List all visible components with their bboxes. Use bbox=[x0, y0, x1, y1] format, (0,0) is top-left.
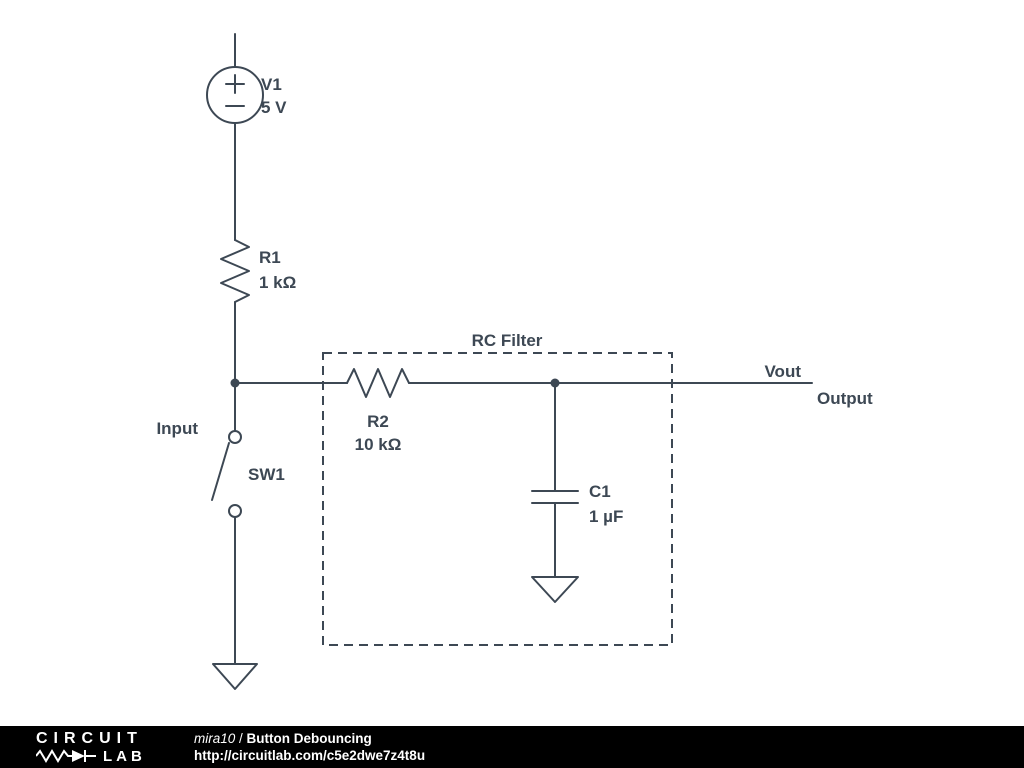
schematic-title: Button Debouncing bbox=[246, 730, 372, 746]
ground-symbol-c1 bbox=[531, 576, 579, 603]
vout-net-label: Vout bbox=[764, 362, 801, 381]
r1-value-label: 1 kΩ bbox=[259, 273, 296, 292]
v1-value-label: 5 V bbox=[261, 98, 287, 117]
schematic-url: http://circuitlab.com/c5e2dwe7z4t8u bbox=[194, 748, 426, 763]
resistor-zigzag bbox=[220, 239, 250, 303]
sw1-ref-label: SW1 bbox=[248, 465, 285, 484]
circuitlab-logo: CIRCUIT LAB bbox=[0, 729, 182, 765]
schematic-title-line: mira10 / Button Debouncing bbox=[194, 730, 425, 746]
output-terminal-label: Output bbox=[817, 389, 873, 408]
r2-value-label: 10 kΩ bbox=[355, 435, 402, 454]
v1-ref-label: V1 bbox=[261, 75, 282, 94]
switch-terminal-top bbox=[228, 430, 242, 444]
component-sw1-switch: Input SW1 bbox=[156, 382, 285, 665]
r1-ref-label: R1 bbox=[259, 248, 281, 267]
title-separator: / bbox=[235, 730, 247, 746]
c1-value-label: 1 µF bbox=[589, 507, 623, 526]
rc-filter-boundary-box bbox=[322, 352, 673, 646]
circuitlab-logo-wordmark-top: CIRCUIT bbox=[36, 729, 143, 747]
ground-symbol-sw1 bbox=[212, 663, 258, 690]
component-r2-resistor: R2 10 kΩ bbox=[346, 368, 410, 454]
component-c1-capacitor: C1 1 µF bbox=[531, 382, 623, 578]
schematic-canvas: V1 5 V R1 1 kΩ R2 10 kΩ RC Filter bbox=[156, 33, 873, 690]
author-name: mira10 bbox=[194, 730, 236, 746]
c1-ref-label: C1 bbox=[589, 482, 611, 501]
input-net-label: Input bbox=[156, 419, 198, 438]
footer-bar: CIRCUIT LAB mira10 / Button Debouncing h… bbox=[0, 726, 1024, 768]
resistor-zigzag-icon bbox=[36, 749, 96, 763]
rc-filter-label: RC Filter bbox=[472, 331, 543, 350]
switch-lever bbox=[211, 442, 230, 501]
component-v1-voltage-source: V1 5 V bbox=[206, 33, 287, 241]
r2-ref-label: R2 bbox=[367, 412, 389, 431]
resistor-zigzag bbox=[346, 368, 410, 398]
switch-terminal-bottom bbox=[228, 504, 242, 518]
component-r1-resistor: R1 1 kΩ bbox=[220, 239, 296, 384]
footer-meta: mira10 / Button Debouncing http://circui… bbox=[182, 730, 426, 763]
circuitlab-logo-wordmark-bottom: LAB bbox=[103, 747, 146, 765]
